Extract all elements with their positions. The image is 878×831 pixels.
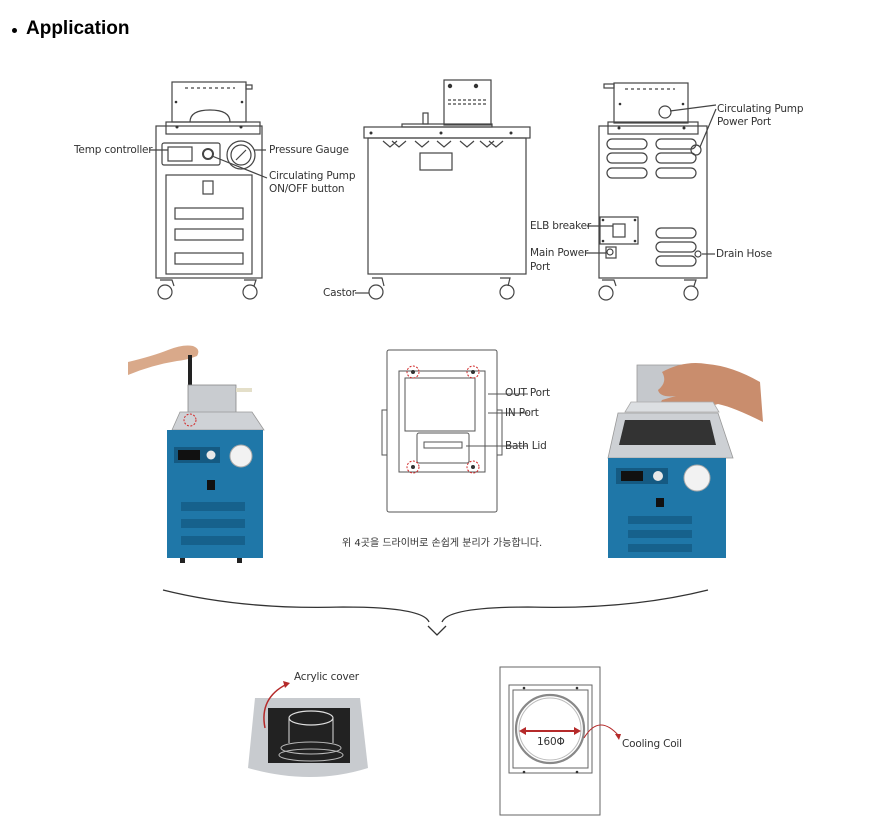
- label-acrylic-cover: Acrylic cover: [294, 671, 359, 683]
- label-in-port: IN Port: [505, 407, 539, 419]
- label-pressure-gauge: Pressure Gauge: [269, 144, 349, 156]
- label-pump-button-line2: ON/OFF button: [269, 183, 345, 195]
- top-view-caption: 위 4곳을 드라이버로 손쉽게 분리가 가능합니다.: [342, 538, 543, 549]
- label-drain-hose: Drain Hose: [716, 248, 772, 260]
- label-temp-controller: Temp controller: [74, 144, 153, 156]
- bullet-icon: [12, 28, 17, 33]
- label-cooling-coil: Cooling Coil: [622, 738, 682, 750]
- label-diameter: 160Φ: [537, 736, 565, 748]
- label-out-port: OUT Port: [505, 387, 550, 399]
- label-elb-breaker: ELB breaker: [530, 220, 591, 232]
- label-pump-button-line1: Circulating Pump: [269, 170, 356, 182]
- section-title: Application: [26, 18, 130, 39]
- label-castor: Castor: [323, 287, 356, 299]
- label-main-power-line2: Port: [530, 261, 551, 273]
- section-heading: Application: [12, 18, 129, 40]
- label-pump-power-line2: Power Port: [717, 116, 771, 128]
- label-pump-power-line1: Circulating Pump: [717, 103, 804, 115]
- label-bath-lid: Bath Lid: [505, 440, 547, 452]
- label-main-power-line1: Main Power: [530, 247, 589, 259]
